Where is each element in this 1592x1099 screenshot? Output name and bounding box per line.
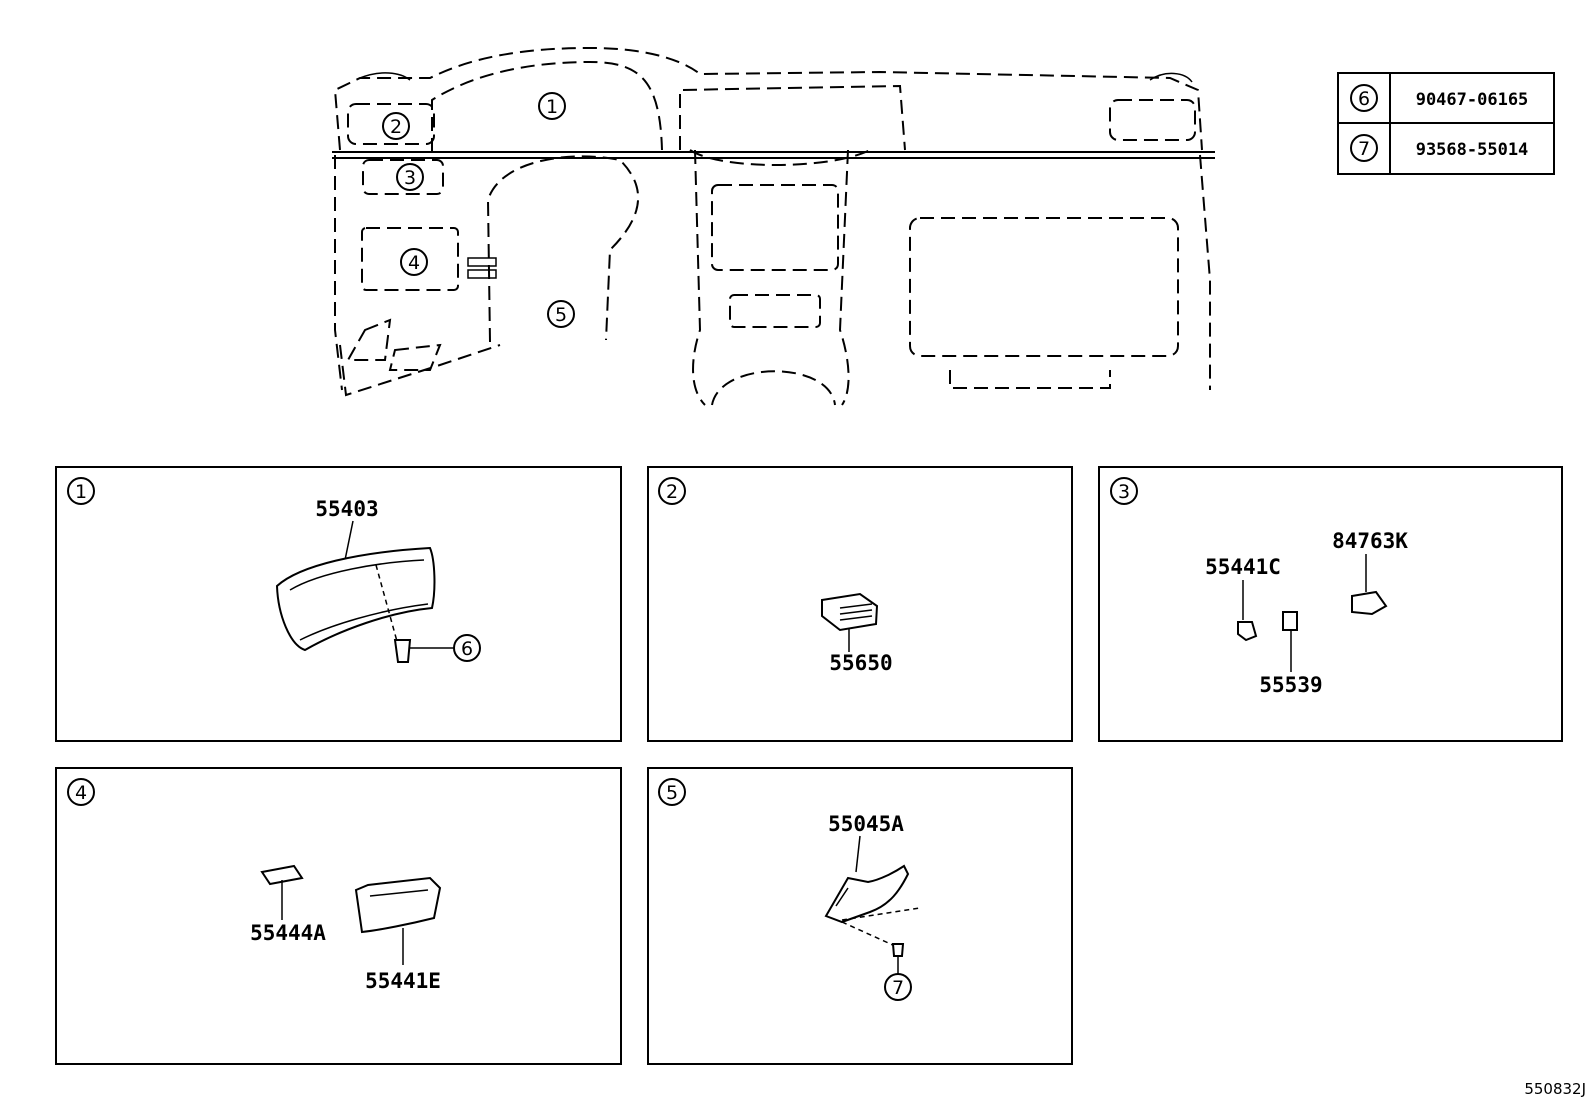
pocket-55441E[interactable] <box>354 876 442 934</box>
switch-84763K[interactable] <box>1351 590 1388 616</box>
panel-2: 2 55650 <box>647 466 1073 742</box>
svg-text:2: 2 <box>666 481 678 503</box>
clip-6[interactable]: 6 <box>393 634 481 663</box>
overview-callout-3[interactable]: 3 <box>396 163 424 191</box>
bracket-55539[interactable] <box>1282 611 1298 631</box>
ref-row-7[interactable]: 7 93568-55014 <box>1350 134 1529 162</box>
panel-5: 5 55045A 7 <box>647 767 1073 1065</box>
svg-text:1: 1 <box>546 96 558 118</box>
part-55539-label[interactable]: 55539 <box>1259 673 1322 697</box>
svg-text:93568-55014: 93568-55014 <box>1416 140 1529 160</box>
panel-3: 3 84763K 55441C 55539 <box>1098 466 1563 742</box>
reference-table: 6 90467-06165 7 93568-55014 <box>1337 72 1555 175</box>
lower-cover-55045A[interactable] <box>824 864 910 924</box>
part-55403-label[interactable]: 55403 <box>315 497 378 521</box>
svg-text:3: 3 <box>1118 481 1130 503</box>
panel-1: 1 55403 6 <box>55 466 622 742</box>
clip-55441C[interactable] <box>1237 621 1258 642</box>
svg-text:4: 4 <box>408 252 420 274</box>
cover-55444A[interactable] <box>260 864 304 886</box>
svg-text:1: 1 <box>75 481 87 503</box>
part-55045A-label[interactable]: 55045A <box>828 812 904 836</box>
air-vent-55650[interactable] <box>821 592 879 632</box>
overview-callout-1[interactable]: 1 <box>538 92 566 120</box>
dashboard-overview: 1 2 3 4 5 <box>332 46 1215 406</box>
overview-callout-5[interactable]: 5 <box>547 300 575 328</box>
part-55441C-label[interactable]: 55441C <box>1205 555 1281 579</box>
svg-text:5: 5 <box>666 782 678 804</box>
svg-text:4: 4 <box>75 782 87 804</box>
svg-text:3: 3 <box>404 167 416 189</box>
part-84763K-label[interactable]: 84763K <box>1332 529 1408 553</box>
diagram-code: 550832J <box>1524 1080 1586 1098</box>
screw-7[interactable]: 7 <box>884 943 912 1001</box>
instrument-cluster-hood[interactable] <box>275 546 436 652</box>
overview-callout-2[interactable]: 2 <box>382 112 410 140</box>
overview-callout-4[interactable]: 4 <box>400 248 428 276</box>
svg-text:6: 6 <box>461 638 473 660</box>
svg-text:5: 5 <box>555 304 567 326</box>
part-55441E-label[interactable]: 55441E <box>365 969 441 993</box>
svg-text:7: 7 <box>1358 138 1370 160</box>
svg-text:90467-06165: 90467-06165 <box>1416 90 1529 110</box>
panel-1-badge <box>67 477 95 505</box>
svg-text:2: 2 <box>390 116 402 138</box>
part-55444A-label[interactable]: 55444A <box>250 921 326 945</box>
svg-text:7: 7 <box>892 977 904 999</box>
svg-text:6: 6 <box>1358 88 1370 110</box>
ref-row-6[interactable]: 6 90467-06165 <box>1350 84 1529 112</box>
part-55650-label[interactable]: 55650 <box>829 651 892 675</box>
panel-4: 4 55444A 55441E <box>55 767 622 1065</box>
